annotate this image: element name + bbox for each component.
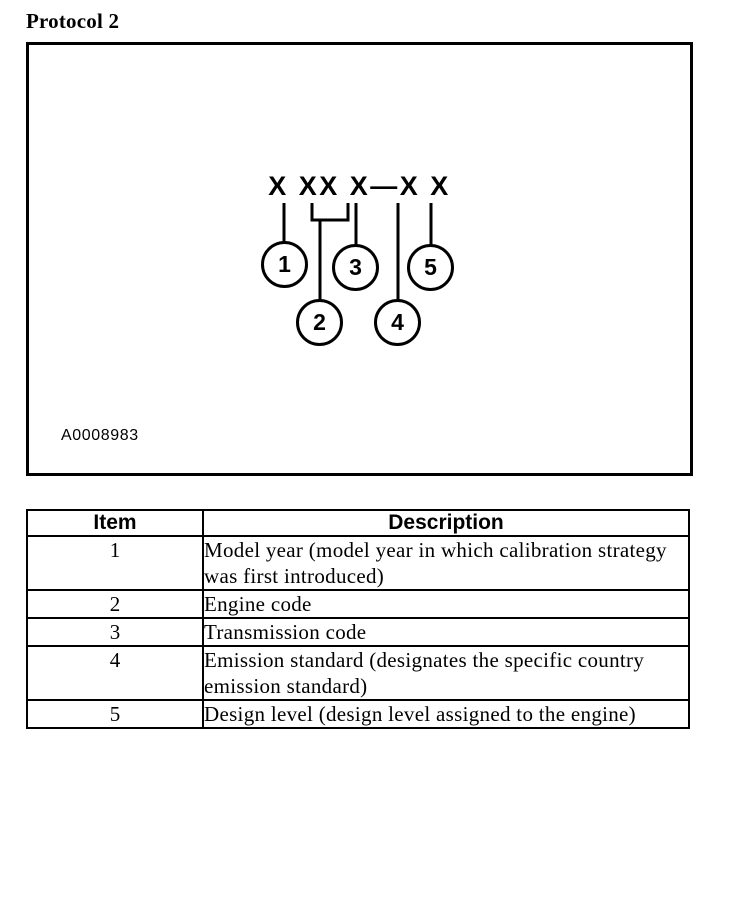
callout-bubble-5: 5 <box>407 244 454 291</box>
callout-bubble-4: 4 <box>374 299 421 346</box>
cell-item-description: Model year (model year in which calibrat… <box>202 535 690 591</box>
column-header-item: Item <box>26 509 204 537</box>
cell-item-number: 4 <box>26 645 204 701</box>
bracket-group-2 <box>310 203 350 222</box>
callout-bubble-3: 3 <box>332 244 379 291</box>
cell-item-number: 3 <box>26 617 204 647</box>
illustration-frame: X XX X—X X 1 2 3 4 5 A0008983 <box>26 42 693 476</box>
figure-reference-id: A0008983 <box>61 427 139 444</box>
table-row: 3 Transmission code <box>26 617 690 647</box>
legend-table: Item Description 1 Model year (model yea… <box>26 509 690 729</box>
cell-item-number: 2 <box>26 589 204 619</box>
cell-item-description: Design level (design level assigned to t… <box>202 699 690 729</box>
cell-item-description: Engine code <box>202 589 690 619</box>
cell-item-number: 1 <box>26 535 204 591</box>
table-row: 4 Emission standard (designates the spec… <box>26 645 690 701</box>
table-row: 2 Engine code <box>26 589 690 619</box>
column-header-description: Description <box>202 509 690 537</box>
page-title: Protocol 2 <box>26 9 120 33</box>
table-row: 5 Design level (design level assigned to… <box>26 699 690 729</box>
code-pattern-text: X XX X—X X <box>268 171 451 201</box>
cell-item-description: Transmission code <box>202 617 690 647</box>
calibration-code-diagram: X XX X—X X 1 2 3 4 5 A0008983 <box>29 45 690 473</box>
cell-item-description: Emission standard (designates the specif… <box>202 645 690 701</box>
table-header-row: Item Description <box>26 509 690 537</box>
callout-bubble-1: 1 <box>261 241 308 288</box>
cell-item-number: 5 <box>26 699 204 729</box>
table-row: 1 Model year (model year in which calibr… <box>26 535 690 591</box>
callout-bubble-2: 2 <box>296 299 343 346</box>
